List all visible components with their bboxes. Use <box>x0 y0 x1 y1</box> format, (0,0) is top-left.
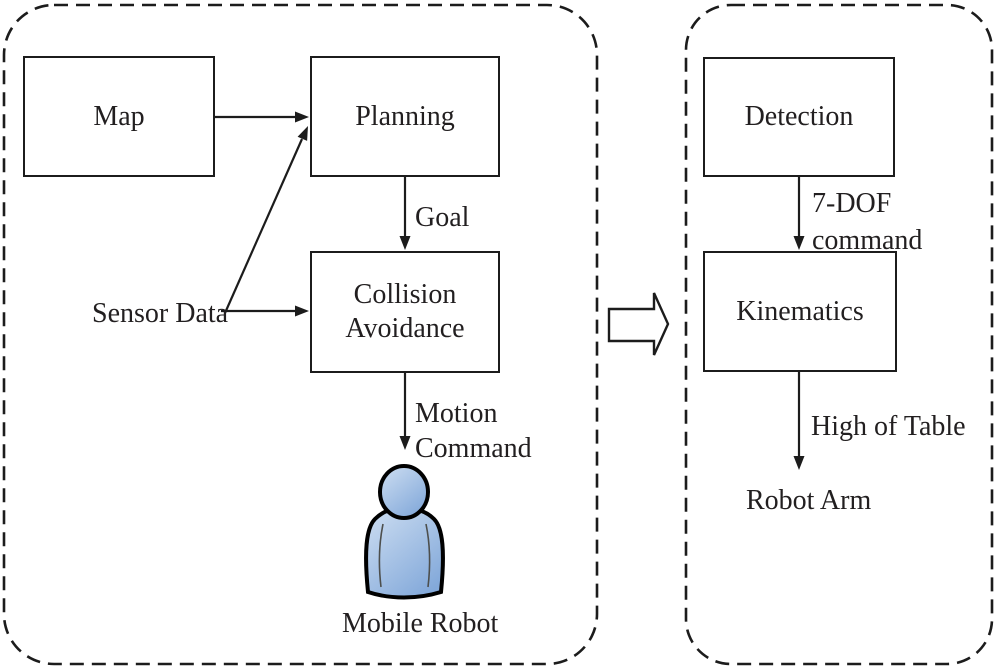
node-kinematics-label: Kinematics <box>736 295 864 327</box>
person-right-arm-line <box>425 523 431 588</box>
arrowhead-sensor-to-planning <box>297 126 308 141</box>
node-map: Map <box>23 56 215 177</box>
block-arrow-right-icon <box>607 292 670 356</box>
person-head <box>378 464 430 520</box>
edge-label-dof-command: 7-DOF command <box>812 185 922 259</box>
edge-label-dof-command-line2: command <box>812 225 923 256</box>
edge-label-dof-command-line1: 7-DOF <box>812 188 892 219</box>
person-body <box>364 505 445 600</box>
edge-label-motion-command: Motion Command <box>415 396 532 466</box>
arrowhead-collision-to-robot <box>399 436 411 450</box>
node-planning-label: Planning <box>355 100 455 132</box>
person-left-arm-line <box>378 523 384 588</box>
edge-label-sensor-data: Sensor Data <box>92 298 229 329</box>
edge-label-motion-command-line1: Motion <box>415 398 498 429</box>
caption-robot-arm: Robot Arm <box>746 485 872 516</box>
person-icon <box>364 464 445 600</box>
caption-mobile-robot: Mobile Robot <box>342 608 499 639</box>
edge-label-motion-command-line2: Command <box>415 433 532 464</box>
edge-label-high-of-table: High of Table <box>811 411 966 442</box>
right-panel-dashed-border <box>684 3 994 666</box>
node-kinematics: Kinematics <box>703 251 897 372</box>
edge-label-goal: Goal <box>415 202 470 233</box>
arrowhead-detection-to-kinematics <box>793 236 805 250</box>
arrowhead-kinematics-to-robotarm <box>793 456 805 470</box>
arrowhead-map-to-planning <box>295 111 309 123</box>
arrowhead-planning-to-collision <box>399 236 411 250</box>
node-planning: Planning <box>310 56 500 177</box>
arrowhead-sensor-to-collision <box>295 305 309 317</box>
arrow-sensor-to-planning <box>223 138 304 314</box>
node-detection-label: Detection <box>744 101 854 132</box>
node-collision-avoidance-label-line1: Collision <box>353 279 457 310</box>
node-map-label: Map <box>93 100 145 132</box>
node-collision-avoidance-label-line2: Avoidance <box>345 313 465 344</box>
left-panel-dashed-border <box>2 3 599 666</box>
node-collision-avoidance: Collision Avoidance <box>310 251 500 373</box>
node-detection: Detection <box>703 57 895 177</box>
